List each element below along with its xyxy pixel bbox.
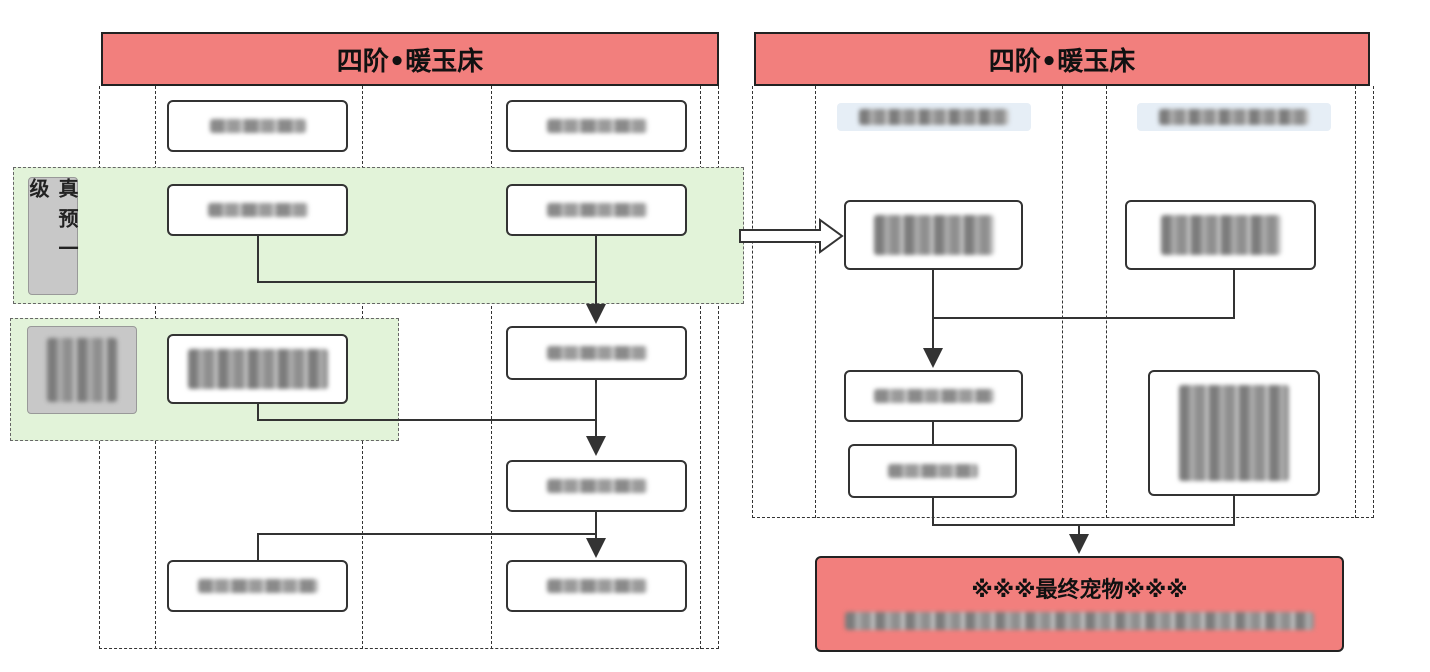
node-l2-redacted	[207, 203, 308, 217]
node-l1	[167, 100, 348, 152]
left-panel-title: 四阶•暖玉床	[101, 32, 719, 86]
node-p5-redacted	[1179, 385, 1289, 481]
node-r2-redacted	[546, 203, 647, 217]
node-l4-redacted	[197, 579, 318, 593]
final-box-title: ※※※最终宠物※※※	[971, 578, 1188, 603]
node-r5	[506, 560, 687, 612]
right-panel-title-text: 四阶•暖玉床	[988, 46, 1136, 77]
node-p2-redacted	[1160, 215, 1281, 255]
node-r4-redacted	[546, 479, 647, 493]
green-zone-top-tag: 真预一级	[26, 177, 79, 295]
node-p4	[848, 444, 1017, 498]
node-p2	[1125, 200, 1316, 270]
node-p1-redacted	[873, 215, 994, 255]
node-p3-redacted	[873, 389, 994, 403]
left-panel-title-text: 四阶•暖玉床	[336, 46, 484, 77]
node-p1	[844, 200, 1023, 270]
final-box: ※※※最终宠物※※※	[815, 556, 1344, 652]
right-header-a-redacted	[859, 109, 1009, 125]
node-l2	[167, 184, 348, 236]
node-p5	[1148, 370, 1320, 496]
node-l3	[167, 334, 348, 404]
node-r3	[506, 326, 687, 380]
node-p3	[844, 370, 1023, 422]
node-r5-redacted	[546, 579, 647, 593]
right-header-a	[837, 103, 1031, 131]
final-box-redacted	[845, 612, 1314, 630]
green-zone-top-tag-text: 真预一级	[26, 178, 79, 268]
node-r3-redacted	[546, 346, 647, 360]
node-l3-redacted	[187, 349, 328, 389]
node-p4-redacted	[887, 464, 978, 478]
node-r2	[506, 184, 687, 236]
green-zone-bottom-tag	[27, 326, 137, 414]
node-l1-redacted	[209, 119, 306, 133]
node-r1-redacted	[546, 119, 647, 133]
node-r1	[506, 100, 687, 152]
node-l4	[167, 560, 348, 612]
right-header-b	[1137, 103, 1331, 131]
left-column-b	[491, 86, 701, 649]
right-panel-title: 四阶•暖玉床	[754, 32, 1370, 86]
right-header-b-redacted	[1159, 109, 1309, 125]
green-zone-bottom-tag-redacted	[47, 338, 117, 402]
node-r4	[506, 460, 687, 512]
